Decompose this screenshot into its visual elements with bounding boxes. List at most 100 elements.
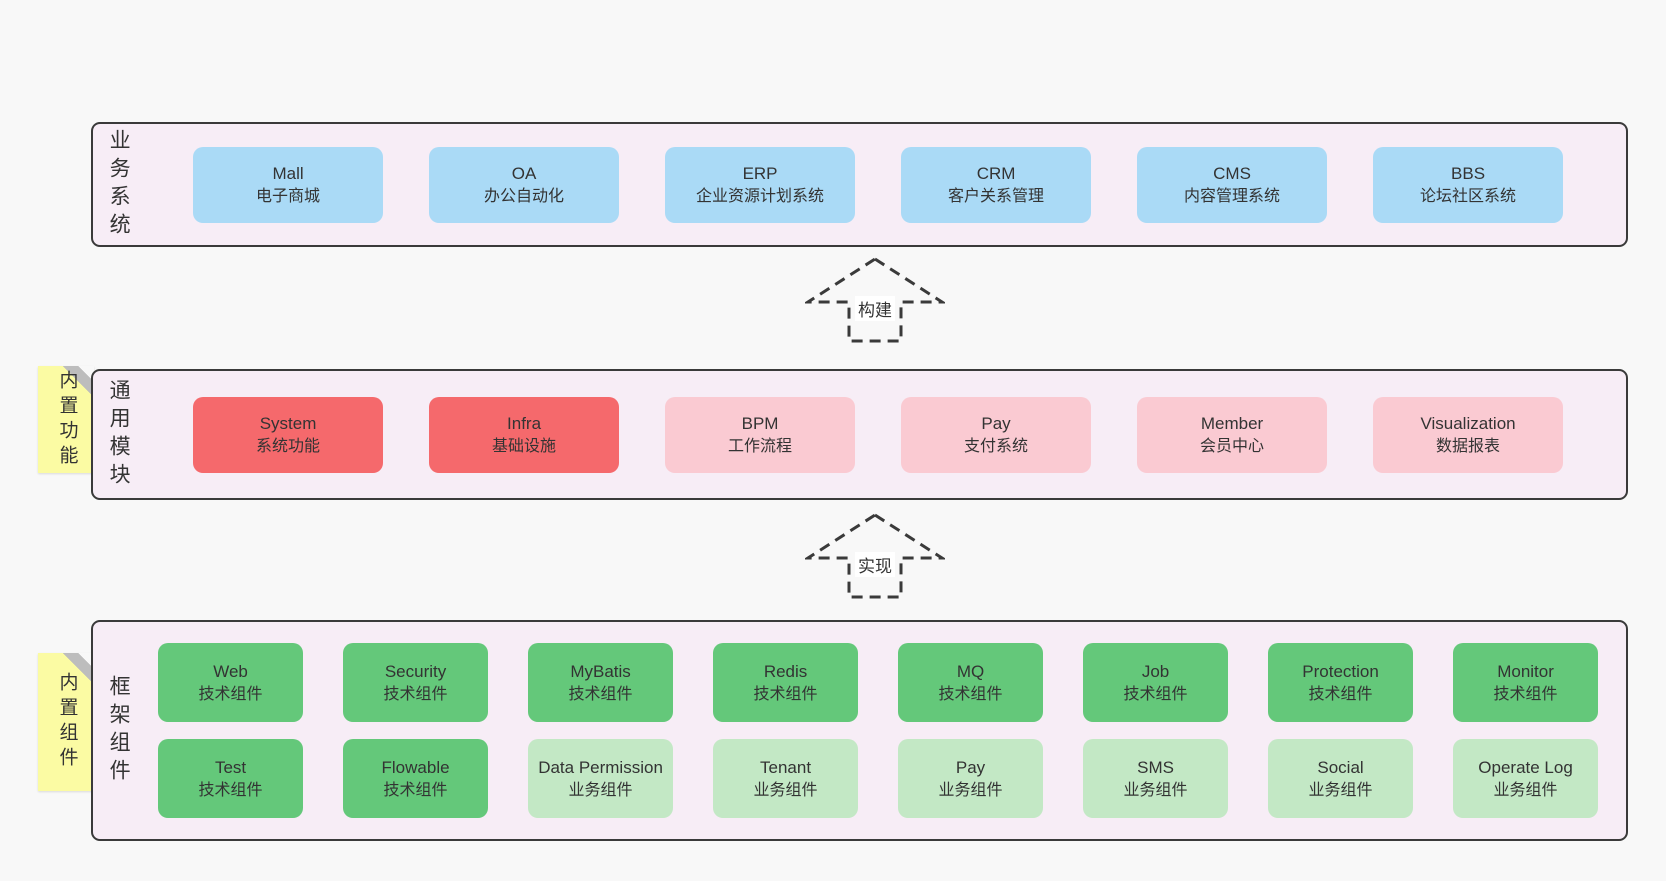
box-name-en: Member <box>1200 413 1264 433</box>
box-mq: MQ 技术组件 <box>898 643 1044 722</box>
box-name-zh: 基础设施 <box>492 437 557 455</box>
box-cms: CMS 内容管理系统 <box>1137 146 1328 223</box>
arrow-implement: 实现 <box>805 512 945 600</box>
box-name-zh: 技术组件 <box>938 685 1003 703</box>
box-name-zh: 技术组件 <box>383 781 448 799</box>
box-name-zh: 技术组件 <box>1123 685 1188 703</box>
section-label-framework-components: 框架组件 <box>107 674 131 787</box>
sticky-note-builtin-components: 内置组件 <box>38 653 94 791</box>
box-monitor: Monitor 技术组件 <box>1453 643 1599 722</box>
box-mall: Mall 电子商城 <box>193 146 384 223</box>
box-name-zh: 业务组件 <box>753 781 818 799</box>
sticky-note-label: 内置功能 <box>56 369 78 470</box>
box-data-permission: Data Permission 业务组件 <box>528 739 674 818</box>
box-name-zh: 技术组件 <box>1493 685 1558 703</box>
box-name-en: MQ <box>956 661 985 681</box>
up-arrow-icon <box>805 513 945 599</box>
box-name-en: Social <box>1317 757 1364 777</box>
box-name-en: Tenant <box>760 757 812 777</box>
box-name-zh: 会员中心 <box>1200 437 1265 455</box>
box-security: Security 技术组件 <box>343 643 489 722</box>
box-name-en: Security <box>384 661 447 681</box>
box-name-zh: 数据报表 <box>1436 437 1501 455</box>
box-name-en: CRM <box>976 163 1016 183</box>
box-pay-business: Pay 业务组件 <box>898 739 1044 818</box>
box-member: Member 会员中心 <box>1137 396 1328 473</box>
box-name-zh: 内容管理系统 <box>1184 187 1281 205</box>
box-bpm: BPM 工作流程 <box>665 396 856 473</box>
box-flowable: Flowable 技术组件 <box>343 739 489 818</box>
box-name-zh: 技术组件 <box>568 685 633 703</box>
box-name-zh: 支付系统 <box>964 437 1029 455</box>
box-name-en: System <box>259 413 317 433</box>
box-oa: OA 办公自动化 <box>429 146 620 223</box>
box-name-zh: 业务组件 <box>1308 781 1373 799</box>
components-row-1: Web 技术组件 Security 技术组件 MyBatis 技术组件 Redi… <box>158 643 1599 722</box>
box-sms: SMS 业务组件 <box>1083 739 1229 818</box>
box-job: Job 技术组件 <box>1083 643 1229 722</box>
box-name-en: Test <box>214 757 247 777</box>
box-name-zh: 业务组件 <box>938 781 1003 799</box>
box-name-en: BPM <box>741 413 779 433</box>
box-social: Social 业务组件 <box>1268 739 1414 818</box>
box-name-zh: 论坛社区系统 <box>1420 187 1517 205</box>
box-name-en: Protection <box>1302 661 1379 681</box>
arrow-implement-label: 实现 <box>855 552 895 577</box>
box-name-zh: 企业资源计划系统 <box>696 187 825 205</box>
box-name-en: Data Permission <box>538 757 663 777</box>
box-name-en: Infra <box>507 413 542 433</box>
section-label-common-modules: 通用模块 <box>107 378 131 491</box>
box-name-en: Web <box>213 661 248 681</box>
components-box-area: Web 技术组件 Security 技术组件 MyBatis 技术组件 Redi… <box>130 639 1626 822</box>
box-redis: Redis 技术组件 <box>713 643 859 722</box>
box-name-en: CMS <box>1213 163 1251 183</box>
box-name-zh: 技术组件 <box>1308 685 1373 703</box>
box-name-en: Job <box>1141 661 1170 681</box>
box-name-zh: 电子商城 <box>256 187 321 205</box>
section-framework-components: 框架组件 Web 技术组件 Security 技术组件 MyBatis 技术组件… <box>91 620 1628 841</box>
box-name-en: Redis <box>763 661 808 681</box>
box-name-en: MyBatis <box>570 661 631 681</box>
box-name-zh: 技术组件 <box>753 685 818 703</box>
box-name-en: Mall <box>272 163 304 183</box>
arrow-build-label: 构建 <box>855 296 895 321</box>
box-system: System 系统功能 <box>193 396 384 473</box>
section-label-business-systems: 业务系统 <box>107 128 131 241</box>
box-name-zh: 业务组件 <box>568 781 633 799</box>
up-arrow-icon <box>805 257 945 343</box>
box-name-en: Pay <box>955 757 986 777</box>
box-crm: CRM 客户关系管理 <box>901 146 1092 223</box>
box-name-en: ERP <box>742 163 778 183</box>
box-mybatis: MyBatis 技术组件 <box>528 643 674 722</box>
arrow-build: 构建 <box>805 256 945 344</box>
box-infra: Infra 基础设施 <box>429 396 620 473</box>
box-bbs: BBS 论坛社区系统 <box>1373 146 1564 223</box>
box-pay: Pay 支付系统 <box>901 396 1092 473</box>
box-name-zh: 业务组件 <box>1123 781 1188 799</box>
box-name-zh: 技术组件 <box>383 685 448 703</box>
box-name-en: Pay <box>981 413 1011 433</box>
box-protection: Protection 技术组件 <box>1268 643 1414 722</box>
box-name-zh: 工作流程 <box>728 437 793 455</box>
modules-box-area: System 系统功能 Infra 基础设施 BPM 工作流程 Pay 支付系统… <box>130 396 1626 473</box>
box-name-en: BBS <box>1451 163 1486 183</box>
sticky-note-label: 内置组件 <box>56 672 78 772</box>
box-name-en: Operate Log <box>1478 757 1573 777</box>
box-name-zh: 技术组件 <box>198 781 263 799</box>
box-name-zh: 业务组件 <box>1493 781 1558 799</box>
box-visualization: Visualization 数据报表 <box>1373 396 1564 473</box>
box-operate-log: Operate Log 业务组件 <box>1453 739 1599 818</box>
box-name-en: Monitor <box>1497 661 1554 681</box>
box-name-zh: 办公自动化 <box>484 187 565 205</box>
box-name-en: SMS <box>1137 757 1174 777</box>
box-test: Test 技术组件 <box>158 739 304 818</box>
box-name-en: Flowable <box>381 757 450 777</box>
box-web: Web 技术组件 <box>158 643 304 722</box>
box-name-en: Visualization <box>1420 413 1516 433</box>
section-common-modules: 通用模块 System 系统功能 Infra 基础设施 BPM 工作流程 Pay… <box>91 369 1628 500</box>
box-name-en: OA <box>511 163 537 183</box>
box-name-zh: 客户关系管理 <box>948 187 1045 205</box>
box-name-zh: 系统功能 <box>256 437 321 455</box>
section-business-systems: 业务系统 Mall 电子商城 OA 办公自动化 ERP 企业资源计划系统 CRM… <box>91 122 1628 247</box>
box-name-zh: 技术组件 <box>198 685 263 703</box>
